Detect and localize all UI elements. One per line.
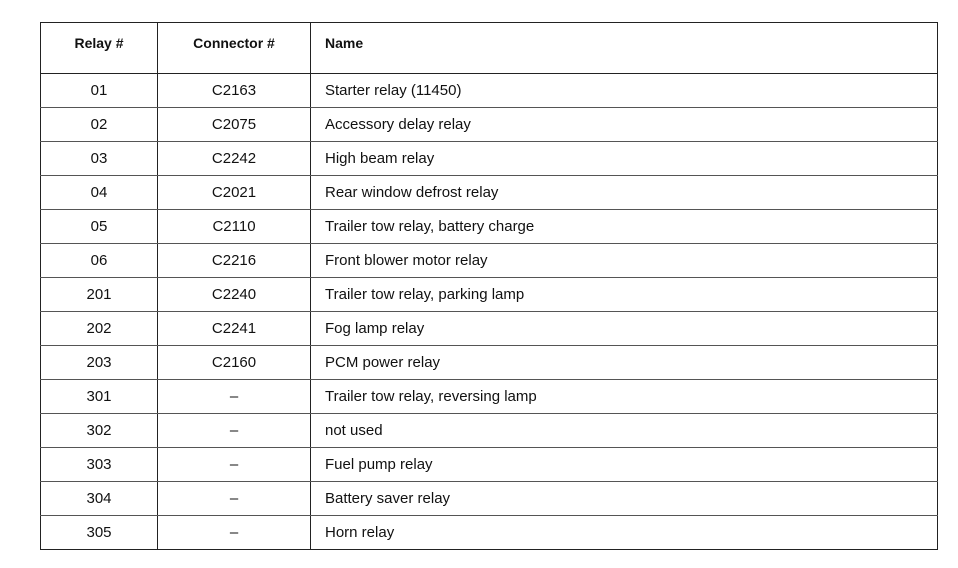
cell-relay-number: 02 [40, 107, 158, 142]
table-header: Relay # Connector # Name [40, 22, 938, 74]
cell-relay-number: 06 [40, 243, 158, 278]
cell-connector-number: C2160 [157, 345, 311, 380]
cell-relay-number: 201 [40, 277, 158, 312]
header-name: Name [310, 22, 938, 74]
cell-relay-name: Trailer tow relay, parking lamp [310, 277, 938, 312]
cell-connector-number: – [157, 413, 311, 448]
cell-relay-name: Battery saver relay [310, 481, 938, 516]
cell-relay-name: Trailer tow relay, battery charge [310, 209, 938, 244]
cell-connector-number: C2110 [157, 209, 311, 244]
table-row: 304–Battery saver relay [40, 481, 938, 516]
cell-connector-number: – [157, 481, 311, 516]
cell-relay-name: Trailer tow relay, reversing lamp [310, 379, 938, 414]
cell-relay-number: 203 [40, 345, 158, 380]
cell-relay-number: 302 [40, 413, 158, 448]
cell-relay-name: Fuel pump relay [310, 447, 938, 482]
cell-relay-name: not used [310, 413, 938, 448]
cell-connector-number: C2240 [157, 277, 311, 312]
cell-relay-name: Front blower motor relay [310, 243, 938, 278]
cell-connector-number: – [157, 515, 311, 550]
cell-relay-name: Fog lamp relay [310, 311, 938, 346]
cell-relay-number: 304 [40, 481, 158, 516]
cell-relay-name: Starter relay (11450) [310, 73, 938, 108]
cell-connector-number: C2163 [157, 73, 311, 108]
table-row: 302–not used [40, 413, 938, 448]
cell-relay-number: 01 [40, 73, 158, 108]
header-connector-number: Connector # [157, 22, 311, 74]
cell-relay-number: 04 [40, 175, 158, 210]
header-row: Relay # Connector # Name [40, 22, 938, 74]
cell-relay-name: Horn relay [310, 515, 938, 550]
cell-relay-name: Rear window defrost relay [310, 175, 938, 210]
table-row: 301–Trailer tow relay, reversing lamp [40, 379, 938, 414]
cell-relay-name: Accessory delay relay [310, 107, 938, 142]
cell-connector-number: C2242 [157, 141, 311, 176]
table-row: 303–Fuel pump relay [40, 447, 938, 482]
table-row: 305 –Horn relay [41, 515, 938, 550]
header-relay-number: Relay # [40, 22, 158, 74]
cell-relay-number: 202 [40, 311, 158, 346]
cell-relay-number: 305 [86, 524, 112, 541]
cell-relay-number: 301 [40, 379, 158, 414]
cell-connector-number: – [157, 379, 311, 414]
cell-relay-name: High beam relay [310, 141, 938, 176]
cell-relay-number: 03 [40, 141, 158, 176]
cell-relay-number: 303 [40, 447, 158, 482]
cell-connector-number: C2075 [157, 107, 311, 142]
cell-connector-number: C2216 [157, 243, 311, 278]
cell-connector-number: C2021 [157, 175, 311, 210]
cell-relay-number: 05 [40, 209, 158, 244]
cell-relay-name: PCM power relay [310, 345, 938, 380]
cell-connector-number: – [157, 447, 311, 482]
cell-connector-number: C2241 [157, 311, 311, 346]
